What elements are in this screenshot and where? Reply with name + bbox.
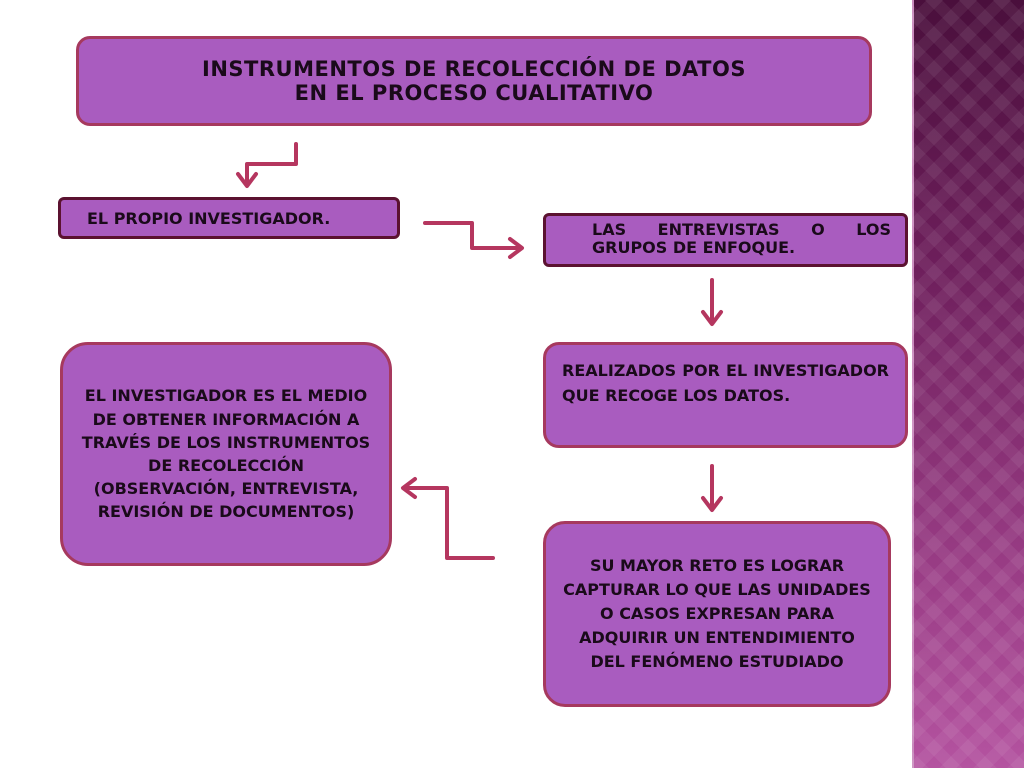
arrowhead-title-to-investigador (236, 172, 258, 188)
title-line-2: en el proceso cualitativo (294, 81, 654, 105)
arrowhead-investigador-to-entrevistas (508, 237, 524, 259)
node-realizados: Realizados por el investigador que recog… (543, 342, 908, 448)
arrowhead-entrevistas-to-realizados (701, 310, 723, 326)
node-propio-investigador: El propio investigador. (58, 197, 400, 239)
node-mayor-reto: Su mayor reto es lograr capturar lo que … (543, 521, 891, 707)
node-entrevistas: Las entrevistas o los grupos de enfoque. (543, 213, 908, 267)
arrow-reto-to-medio (402, 486, 495, 560)
arrow-title-to-investigador (245, 142, 298, 186)
diagram-title: Instrumentos de recolección de datos en … (76, 36, 872, 126)
arrowhead-reto-to-medio (401, 477, 417, 499)
arrowhead-realizados-to-reto (701, 496, 723, 512)
decorative-side-strip (912, 0, 1024, 768)
node-medio-obtener: El investigador es el medio de obtener i… (60, 342, 392, 566)
title-line-1: Instrumentos de recolección de datos (202, 56, 746, 81)
arrow-investigador-to-entrevistas (423, 221, 522, 250)
